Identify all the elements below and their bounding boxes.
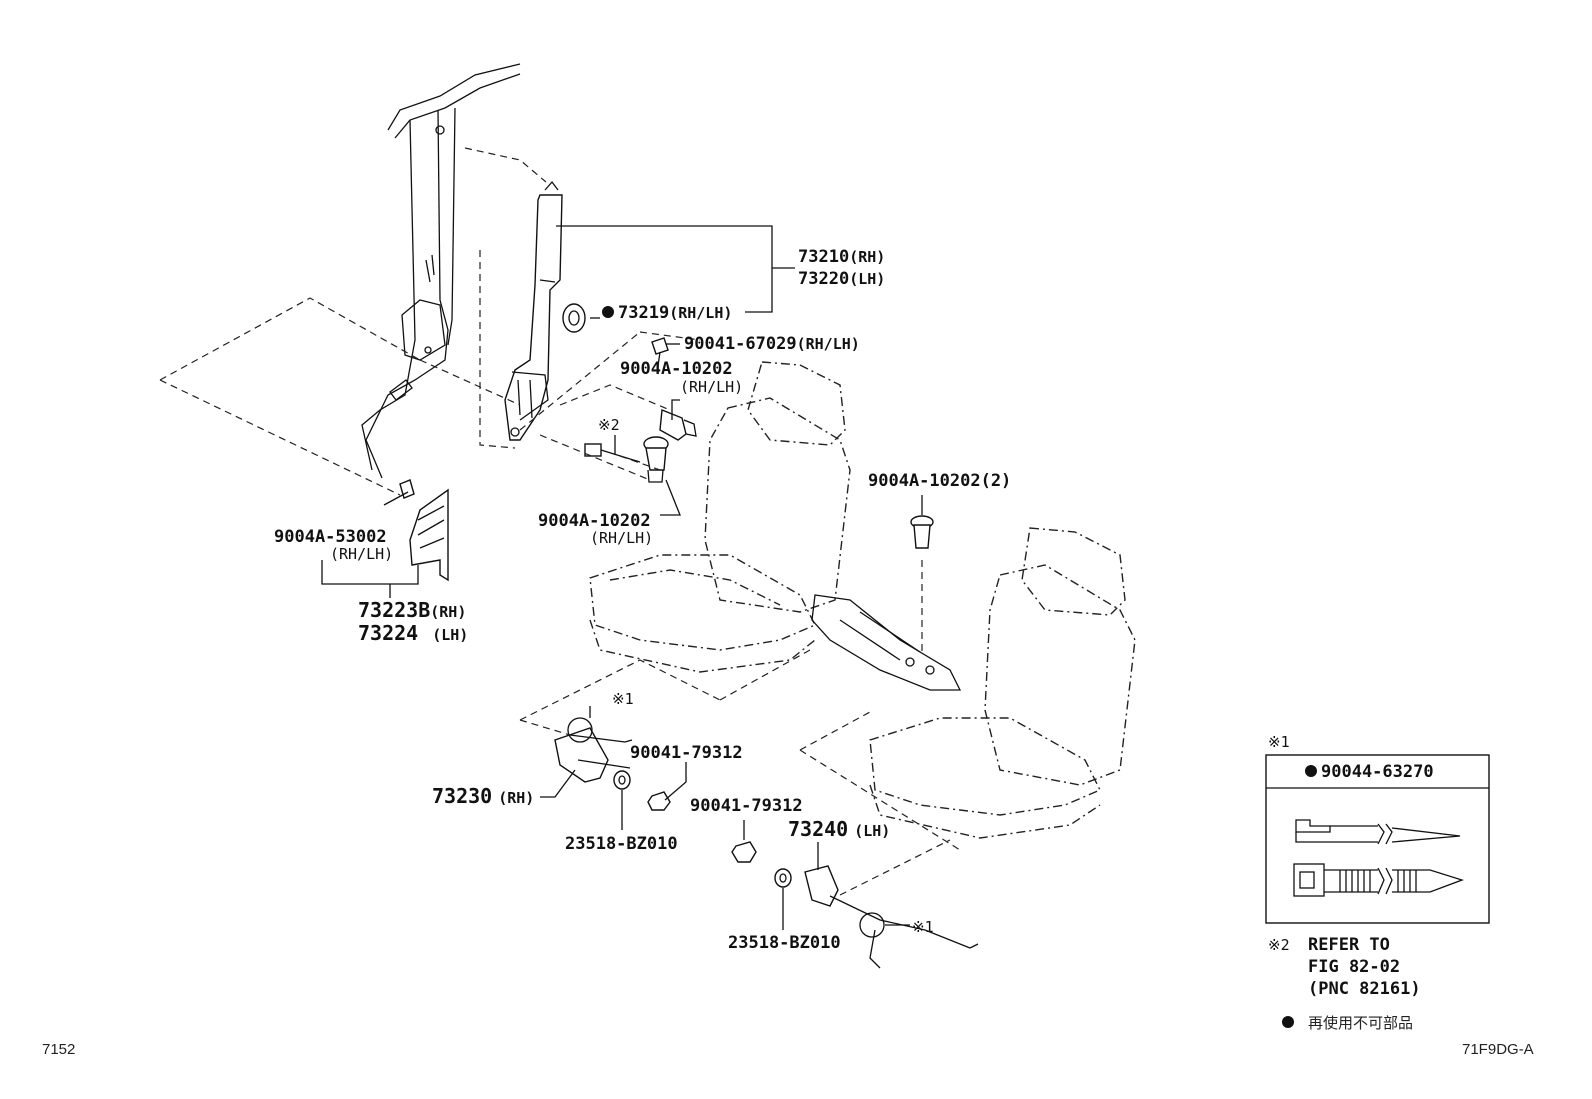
legend-part-number: 90044-63270 xyxy=(1321,762,1434,782)
note-line-2: FIG 82-02 xyxy=(1308,957,1400,977)
legend-frame xyxy=(1265,754,1490,924)
label-73240: 73240(LH) xyxy=(788,817,890,841)
non-reusable-text: 再使用不可部品 xyxy=(1308,1015,1413,1032)
washer-b-part xyxy=(774,868,792,888)
seat-track-part xyxy=(811,594,962,691)
label-73230: 73230(RH) xyxy=(432,784,534,808)
label-73219: 73219(RH/LH) xyxy=(618,303,732,323)
non-reusable-legend: 再使用不可部品 xyxy=(1282,1015,1413,1032)
label-ref2-mark: ※2 xyxy=(598,416,620,434)
label-9004a-10202-a: 9004A-10202 xyxy=(620,359,733,379)
note-line-1: REFER TO xyxy=(1308,935,1390,955)
label-9004a-53002: 9004A-53002 xyxy=(274,527,387,547)
label-9004a-10202-b-sfx: (RH/LH) xyxy=(590,529,653,547)
cable-tie-side-icon xyxy=(1295,819,1461,845)
washer-a-part xyxy=(613,770,631,790)
connector-part xyxy=(584,443,641,463)
legend-box-mark: ※1 xyxy=(1268,733,1290,751)
nut-a-part xyxy=(647,791,671,811)
cable-tie-top-icon xyxy=(1293,863,1465,897)
anchor-bolt-middle xyxy=(643,436,669,483)
screw-part xyxy=(651,337,669,367)
center-pillar xyxy=(361,63,521,479)
label-73210: 73210(RH) xyxy=(798,247,885,267)
seat-belt-assembly xyxy=(504,180,563,441)
non-reusable-mark xyxy=(602,306,614,318)
assembly-dashed-lines xyxy=(159,147,961,896)
label-9004a-10202-2: 9004A-10202(2) xyxy=(868,471,1011,491)
note-line-3: (PNC 82161) xyxy=(1308,979,1421,999)
buckle-rh-part xyxy=(554,717,633,783)
label-9004a-10202-a-sfx: (RH/LH) xyxy=(680,378,743,396)
anchor-bolt-upper xyxy=(659,409,697,441)
labels: 73210(RH) 73220(LH) 73219(RH/LH) 90041-6… xyxy=(274,247,1011,953)
non-reusable-mark xyxy=(1305,765,1317,777)
label-73220: 73220(LH) xyxy=(798,269,885,289)
leader-lines xyxy=(321,225,923,930)
label-ref1-mark-a: ※1 xyxy=(612,690,634,708)
front-seat-left xyxy=(869,527,1136,839)
legend-box: ※1 90044-63270 xyxy=(1265,733,1490,924)
label-73223b: 73223B(RH) xyxy=(358,598,466,622)
non-reusable-mark xyxy=(1282,1016,1294,1028)
note-mark: ※2 xyxy=(1268,936,1290,954)
label-90041-67029: 90041-67029(RH/LH) xyxy=(684,334,860,354)
seat-bolt-part xyxy=(910,515,934,549)
label-73224: 73224(LH) xyxy=(358,621,468,645)
label-23518-bz010-b: 23518-BZ010 xyxy=(728,933,841,953)
nut-b-part xyxy=(731,841,757,863)
label-9004a-53002-sfx: (RH/LH) xyxy=(330,545,393,563)
label-ref1-mark-b: ※1 xyxy=(912,918,934,936)
reference-note: ※2 REFER TO FIG 82-02 (PNC 82161) xyxy=(1268,935,1421,999)
page-number: 7152 xyxy=(42,1041,75,1058)
label-90041-79312-a: 90041-79312 xyxy=(630,743,743,763)
label-9004a-10202-b: 9004A-10202 xyxy=(538,511,651,531)
label-23518-bz010-a: 23518-BZ010 xyxy=(565,834,678,854)
figure-code: 71F9DG-A xyxy=(1462,1041,1534,1058)
front-seat-right xyxy=(589,361,851,673)
belt-guide-part xyxy=(399,479,449,582)
label-90041-79312-b: 90041-79312 xyxy=(690,796,803,816)
belt-cover-part xyxy=(562,303,586,333)
